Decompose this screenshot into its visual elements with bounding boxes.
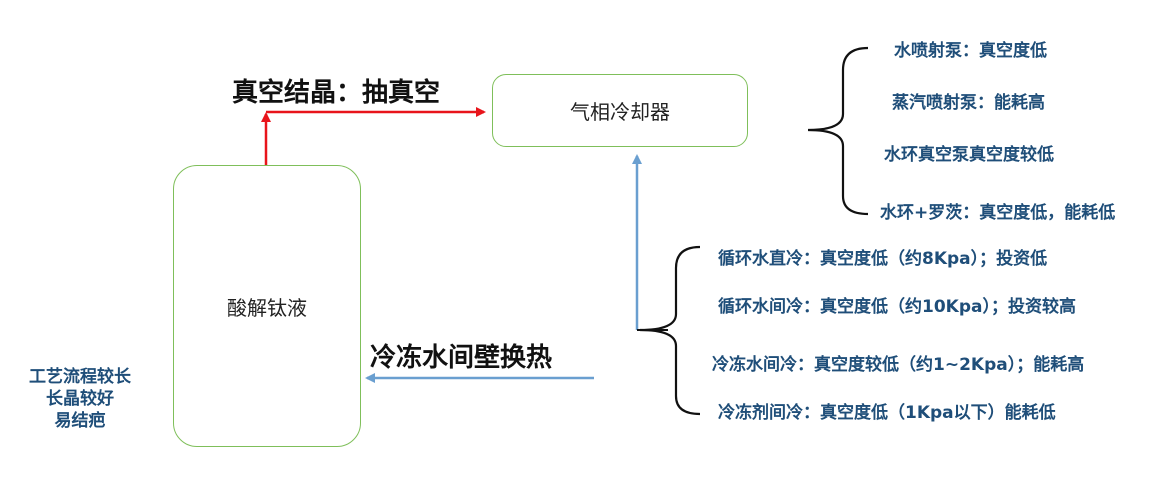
tank-label: 酸解钛液 [227, 295, 307, 320]
cooling-option-item: 循环水直冷：真空度低（约8Kpa）；投资低 [718, 249, 1048, 269]
vacuum-crystallization-label: 真空结晶：抽真空 [232, 78, 441, 108]
chilled-water-exchange-label: 冷冻水间壁换热 [370, 343, 553, 373]
vacuum-option-item: 水环真空泵真空度较低 [884, 145, 1054, 165]
gas-phase-cooler-box: 气相冷却器 [492, 74, 748, 147]
cooling-option-item: 循环水间冷：真空度低（约10Kpa）；投资较高 [718, 297, 1076, 317]
left-note-line: 易结疤 [54, 411, 106, 431]
vacuum-option-item: 水喷射泵：真空度低 [894, 41, 1047, 61]
vacuum-options-brace [807, 46, 869, 216]
vacuum-option-item: 蒸汽喷射泵：能耗高 [892, 93, 1045, 113]
cooler-label: 气相冷却器 [570, 100, 670, 124]
cooling-option-item: 冷冻剂间冷：真空度低（1Kpa以下）能耗低 [718, 403, 1056, 423]
left-note: 工艺流程较长 长晶较好 易结疤 [18, 366, 142, 432]
left-note-line: 工艺流程较长 [29, 367, 131, 387]
titanium-solution-tank: 酸解钛液 [173, 165, 361, 447]
cooling-options-brace [639, 245, 701, 416]
left-note-line: 长晶较好 [46, 389, 114, 409]
cooling-option-item: 冷冻水间冷：真空度较低（约1~2Kpa）；能耗高 [712, 355, 1085, 375]
vacuum-option-item: 水环+罗茨：真空度低，能耗低 [880, 203, 1116, 223]
